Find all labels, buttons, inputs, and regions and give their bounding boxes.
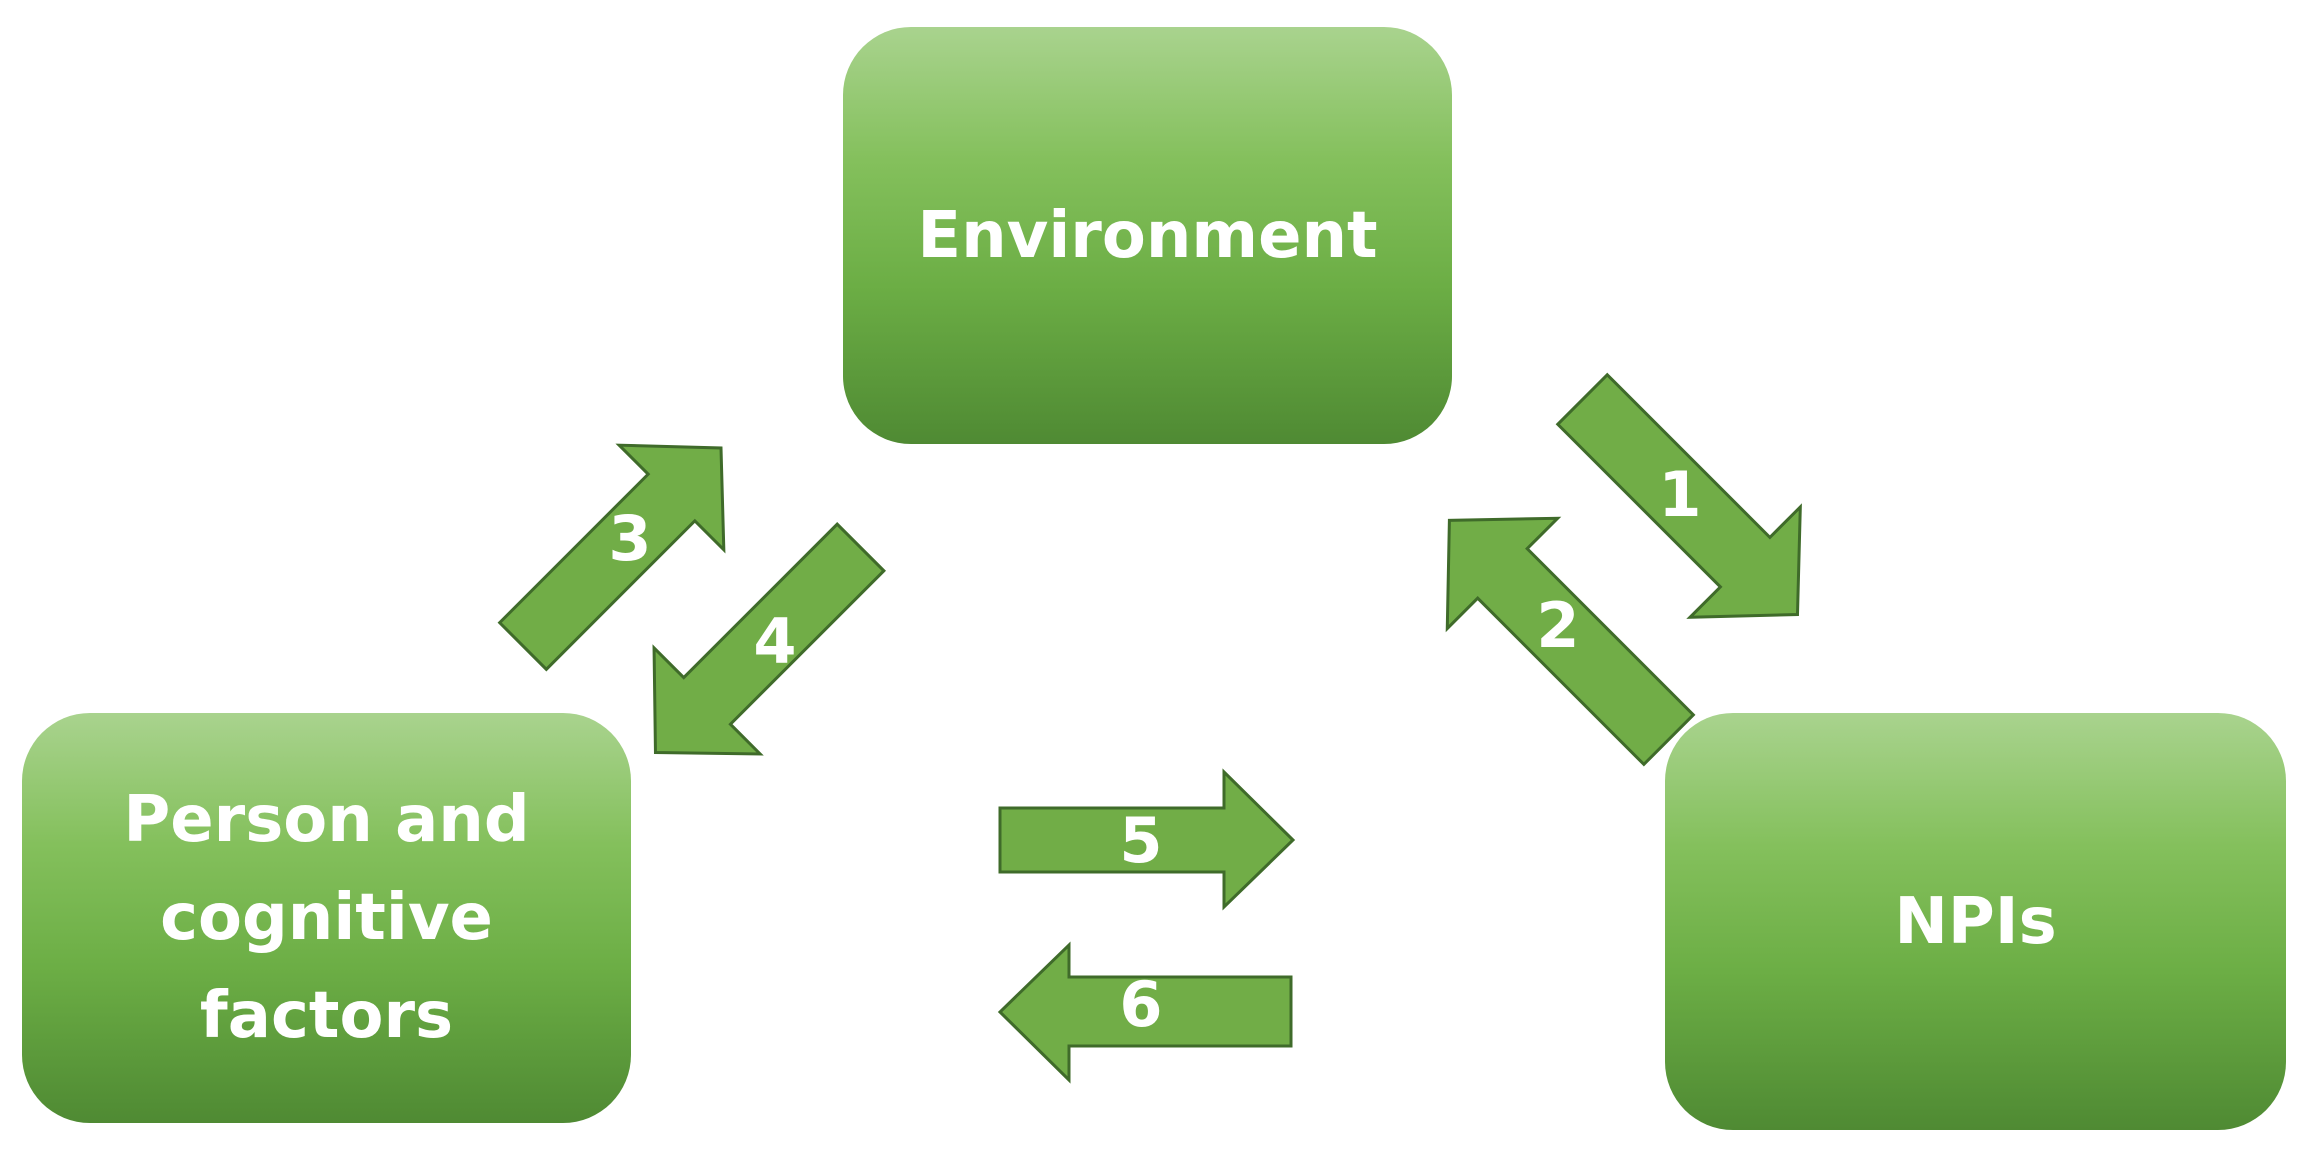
arrow-3-label: 3 xyxy=(608,502,651,575)
person-cognitive-factors-box: Person and cognitive factors xyxy=(22,713,631,1123)
arrow-5-label: 5 xyxy=(1119,804,1162,877)
environment-label: Environment xyxy=(917,198,1378,273)
arrow-1-environment-to-npis: 1 xyxy=(1555,372,1802,619)
arrow-3-person-to-environment: 3 xyxy=(497,443,726,672)
npis-label: NPIs xyxy=(1894,884,2057,959)
arrow-5-person-to-npis: 5 xyxy=(998,768,1296,911)
arrow-4-environment-to-person: 4 xyxy=(652,522,886,756)
arrow-1-shape xyxy=(1555,372,1802,619)
arrow-2-npis-to-environment: 2 xyxy=(1445,516,1696,767)
arrow-6-shape xyxy=(997,941,1293,1084)
person-label-line-2: cognitive xyxy=(160,881,493,955)
environment-box: Environment xyxy=(843,27,1452,444)
arrow-6-label: 6 xyxy=(1119,968,1162,1041)
arrow-4-shape xyxy=(652,522,886,756)
arrow-5-shape xyxy=(998,768,1296,911)
arrow-2-label: 2 xyxy=(1536,589,1579,662)
arrow-4-label: 4 xyxy=(753,605,796,678)
person-label-line-1: Person and xyxy=(123,783,530,857)
npis-box: NPIs xyxy=(1665,713,2286,1130)
arrow-1-label: 1 xyxy=(1658,458,1701,531)
person-label-line-3: factors xyxy=(199,979,454,1053)
arrow-2-shape xyxy=(1445,516,1696,767)
arrow-3-shape xyxy=(497,443,726,672)
arrow-6-npis-to-person: 6 xyxy=(997,941,1293,1084)
